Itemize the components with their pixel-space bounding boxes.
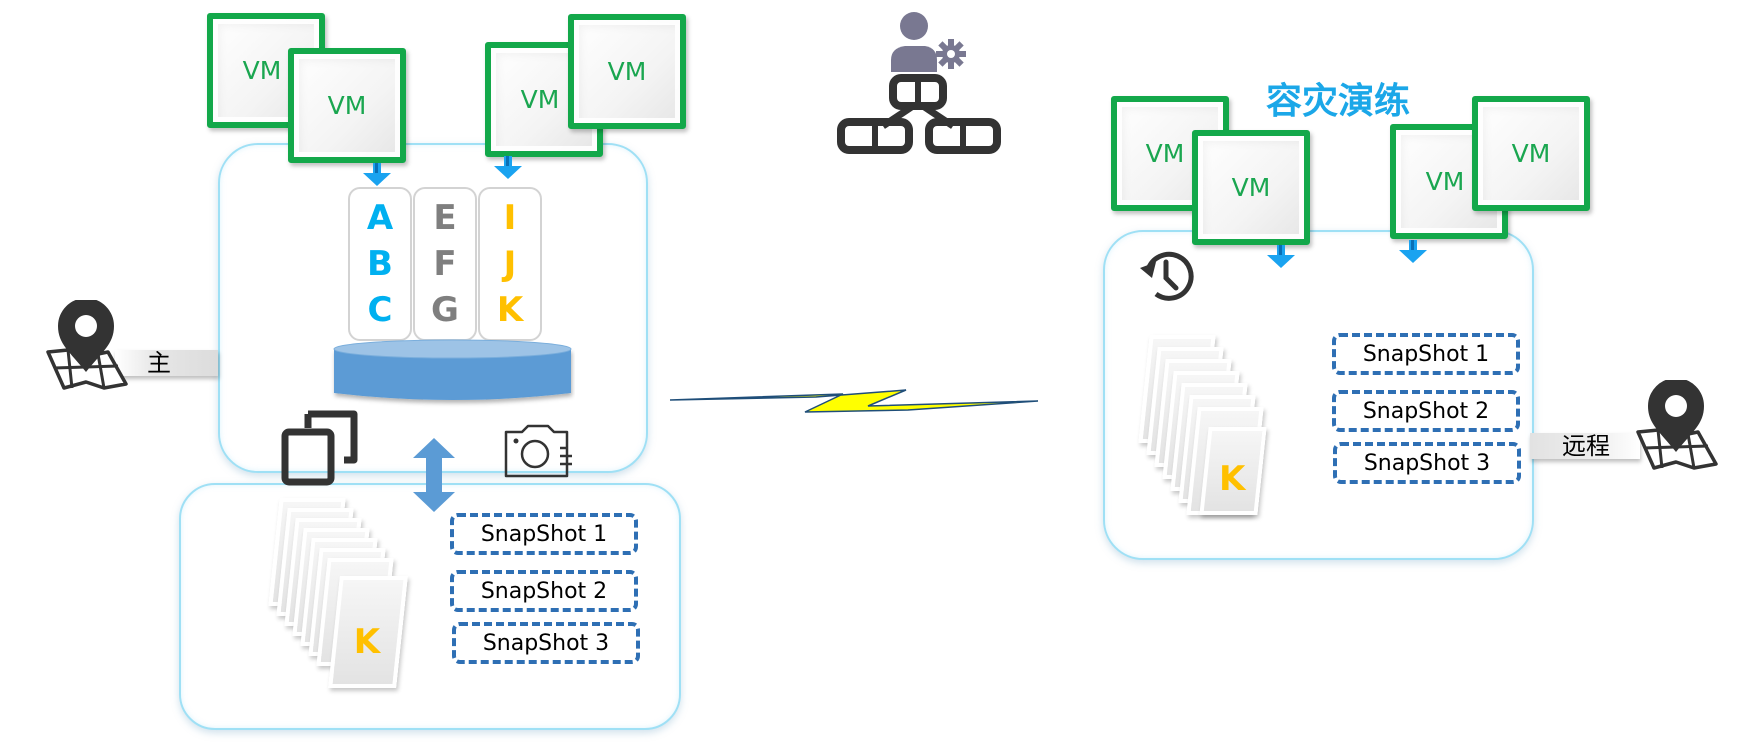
vm-label: VM	[1511, 139, 1551, 168]
down-arrow-icon	[1399, 240, 1427, 263]
snapshot-item[interactable]: SnapShot 1	[450, 513, 638, 555]
remote-location-label: 远程	[1530, 433, 1640, 459]
snapshot-item[interactable]: SnapShot 2	[1332, 390, 1520, 432]
vm-label: VM	[1231, 173, 1271, 202]
vm-tile: VM	[288, 48, 406, 163]
volume-letter: C	[367, 290, 393, 330]
snapshot-item[interactable]: SnapShot 2	[450, 570, 638, 612]
lightning-link-icon	[669, 389, 1039, 413]
vm-label: VM	[1145, 139, 1185, 168]
database-disc-icon	[333, 339, 572, 400]
copy-icon	[281, 410, 358, 486]
volume-letter: I	[503, 198, 517, 238]
volume-letter: K	[496, 290, 524, 330]
primary-location-label: 主	[115, 350, 218, 376]
camera-icon	[504, 424, 572, 478]
down-arrow-icon	[1267, 245, 1295, 268]
vm-tile: VM	[1472, 96, 1590, 211]
snapshot-item[interactable]: SnapShot 3	[1333, 442, 1521, 484]
page-letter: K	[353, 622, 381, 662]
snapshot-label: SnapShot 3	[482, 630, 610, 656]
primary-location-text: 主	[147, 349, 171, 377]
remote-location-text: 远程	[1562, 432, 1610, 460]
admin-network-icon	[837, 12, 1001, 154]
snapshot-label: SnapShot 1	[1362, 341, 1490, 367]
vm-tile: VM	[568, 14, 686, 129]
volume-column-blue: A B C	[348, 187, 412, 341]
snapshot-label: SnapShot 3	[1363, 450, 1491, 476]
volume-letter: G	[431, 290, 459, 330]
snapshot-label: SnapShot 2	[1362, 398, 1490, 424]
snapshot-item[interactable]: SnapShot 1	[1332, 333, 1520, 375]
volume-letter: F	[433, 244, 457, 284]
vm-label: VM	[607, 57, 647, 86]
dr-drill-title: 容灾演练	[1265, 81, 1410, 122]
map-pin-icon	[1636, 380, 1718, 470]
volume-letter: J	[503, 244, 517, 284]
down-arrow-icon	[363, 163, 391, 186]
snapshot-page-stack: K	[1138, 335, 1280, 525]
vm-tile: VM	[1192, 130, 1310, 245]
vm-label: VM	[1425, 167, 1465, 196]
history-restore-icon	[1140, 251, 1194, 301]
snapshot-label: SnapShot 2	[480, 578, 608, 604]
vm-label: VM	[327, 91, 367, 120]
snapshot-item[interactable]: SnapShot 3	[452, 622, 640, 664]
down-arrow-icon	[494, 156, 522, 179]
volume-letter: E	[433, 198, 457, 238]
volume-column-gold: I J K	[478, 187, 542, 341]
volume-column-gray: E F G	[413, 187, 477, 341]
snapshot-page-stack: K	[268, 498, 410, 688]
volume-letter: B	[367, 244, 393, 284]
double-arrow-icon	[413, 438, 455, 512]
vm-label: VM	[520, 85, 560, 114]
vm-label: VM	[242, 56, 282, 85]
snapshot-label: SnapShot 1	[480, 521, 608, 547]
map-pin-icon	[46, 300, 128, 390]
page-letter: K	[1218, 459, 1246, 499]
volume-letter: A	[366, 198, 394, 238]
